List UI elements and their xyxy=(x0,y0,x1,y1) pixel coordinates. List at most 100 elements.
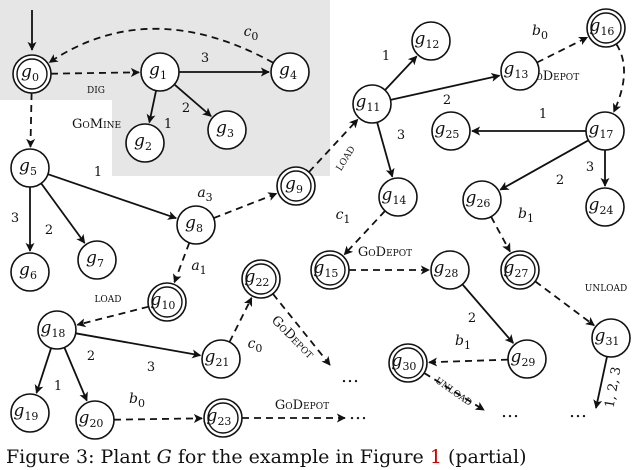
edge-g14-g15 xyxy=(343,210,386,256)
edge-label-g13-g16: b0 xyxy=(532,23,548,42)
node-label-g12: g12 xyxy=(415,29,440,51)
node-label-g3: g3 xyxy=(216,118,234,140)
node-g9[interactable]: g9 xyxy=(276,166,316,206)
node-g25[interactable]: g25 xyxy=(431,111,471,151)
node-label-g27: g27 xyxy=(504,258,529,280)
node-g13[interactable]: g13 xyxy=(500,51,540,91)
node-label-g13: g13 xyxy=(504,59,529,81)
edge-g10-g18 xyxy=(76,305,149,328)
node-g5[interactable]: g5 xyxy=(10,148,50,188)
node-g15[interactable]: g15 xyxy=(310,250,350,290)
accepting-ring-g10 xyxy=(151,286,183,318)
node-g18[interactable]: g18 xyxy=(37,310,77,350)
node-g14[interactable]: g14 xyxy=(378,177,418,217)
node-g7[interactable]: g7 xyxy=(77,240,117,280)
edge-label-g1-g3: 2 xyxy=(182,101,190,116)
edge-label-g8-g9: a3 xyxy=(197,185,212,204)
node-label-g8: g8 xyxy=(185,213,203,235)
node-circle-g25 xyxy=(431,111,471,151)
edge-label-g11-g14: 3 xyxy=(397,128,405,143)
caption-symbol: G xyxy=(156,446,172,468)
node-g20[interactable]: g20 xyxy=(75,400,115,440)
edge-g28-g29 xyxy=(461,283,514,344)
node-g31[interactable]: g31 xyxy=(591,318,631,358)
edge-label-g27-g31: unload xyxy=(585,280,628,295)
edge-g0-g5 xyxy=(26,92,36,148)
node-label-g28: g28 xyxy=(434,258,459,280)
node-circle-g14 xyxy=(378,177,418,217)
node-g22[interactable]: g22 xyxy=(241,259,281,299)
node-g23[interactable]: g23 xyxy=(203,398,243,438)
edge-label-g18-g20: 2 xyxy=(87,349,95,364)
node-circle-g31 xyxy=(591,318,631,358)
ellipsis-g22: … xyxy=(341,366,359,387)
node-g10[interactable]: g10 xyxy=(147,282,187,322)
edge-label-g8-g10: a1 xyxy=(191,258,206,277)
edge-g1-g3 xyxy=(173,83,212,117)
node-label-g19: g19 xyxy=(14,401,39,423)
node-g26[interactable]: g26 xyxy=(462,180,502,220)
edge-g27-g31 xyxy=(534,280,595,327)
node-g24[interactable]: g24 xyxy=(585,187,625,227)
node-circle-g28 xyxy=(430,250,470,290)
edge-label-g14-g15: c1 xyxy=(336,207,351,226)
node-g17[interactable]: g17 xyxy=(585,111,625,151)
node-circle-g17 xyxy=(585,111,625,151)
node-g4[interactable]: g4 xyxy=(270,52,310,92)
node-g2[interactable]: g2 xyxy=(125,123,165,163)
node-g11[interactable]: g11 xyxy=(352,84,392,124)
edge-g29-g30 xyxy=(428,357,509,367)
caption-suffix: (partial) xyxy=(441,446,527,468)
edge-g13-g16 xyxy=(536,36,589,64)
node-label-g26: g26 xyxy=(466,188,491,210)
node-g0[interactable]: g0 xyxy=(12,54,52,94)
node-label-g21: g21 xyxy=(205,347,230,369)
node-g29[interactable]: g29 xyxy=(507,339,547,379)
node-circle-g0 xyxy=(12,54,52,94)
edge-label-g28-g29: 2 xyxy=(468,311,476,326)
edge-label-g17-g24: 3 xyxy=(586,160,594,175)
edge-g22-dangling xyxy=(272,293,331,366)
caption-figure-ref[interactable]: 1 xyxy=(429,446,442,468)
node-g19[interactable]: g19 xyxy=(10,393,50,433)
accepting-ring-g23 xyxy=(207,402,239,434)
node-circle-g19 xyxy=(10,393,50,433)
accepting-ring-g0 xyxy=(16,58,48,90)
node-circle-g6 xyxy=(10,252,50,292)
node-g21[interactable]: g21 xyxy=(201,339,241,379)
edge-g20-g23 xyxy=(113,413,203,423)
node-g27[interactable]: g27 xyxy=(500,250,540,290)
node-label-g29: g29 xyxy=(511,347,536,369)
node-label-g22: g22 xyxy=(245,267,270,289)
node-circle-g9 xyxy=(276,166,316,206)
node-circle-g4 xyxy=(270,52,310,92)
node-g8[interactable]: g8 xyxy=(176,205,216,245)
accepting-ring-g16 xyxy=(590,12,622,44)
node-label-g5: g5 xyxy=(19,156,37,178)
node-circle-g26 xyxy=(462,180,502,220)
edge-g5-g7 xyxy=(40,182,86,244)
node-label-g0: g0 xyxy=(21,62,39,84)
edge-label-g5-g8: 1 xyxy=(94,165,102,180)
node-g30[interactable]: g30 xyxy=(388,343,428,383)
edge-label-g29-g30: b1 xyxy=(455,333,471,352)
node-circle-g23 xyxy=(203,398,243,438)
node-label-g4: g4 xyxy=(279,60,297,82)
edge-label-g17-g25: 1 xyxy=(539,107,547,122)
node-g6[interactable]: g6 xyxy=(10,252,50,292)
edge-g21-g22 xyxy=(228,296,253,343)
edge-label-g4-g0: c0 xyxy=(244,24,259,43)
node-g16[interactable]: g16 xyxy=(586,8,626,48)
node-g28[interactable]: g28 xyxy=(430,250,470,290)
node-label-g7: g7 xyxy=(86,248,104,270)
accepting-ring-g15 xyxy=(314,254,346,286)
node-label-g15: g15 xyxy=(314,258,339,280)
node-circle-g5 xyxy=(10,148,50,188)
node-g12[interactable]: g12 xyxy=(411,21,451,61)
node-circle-g12 xyxy=(411,21,451,61)
edge-label-g23-dangling: GoDepot xyxy=(275,398,329,413)
node-g1[interactable]: g1 xyxy=(140,52,180,92)
node-circle-g18 xyxy=(37,310,77,350)
node-g3[interactable]: g3 xyxy=(207,110,247,150)
node-label-g1: g1 xyxy=(149,60,167,82)
